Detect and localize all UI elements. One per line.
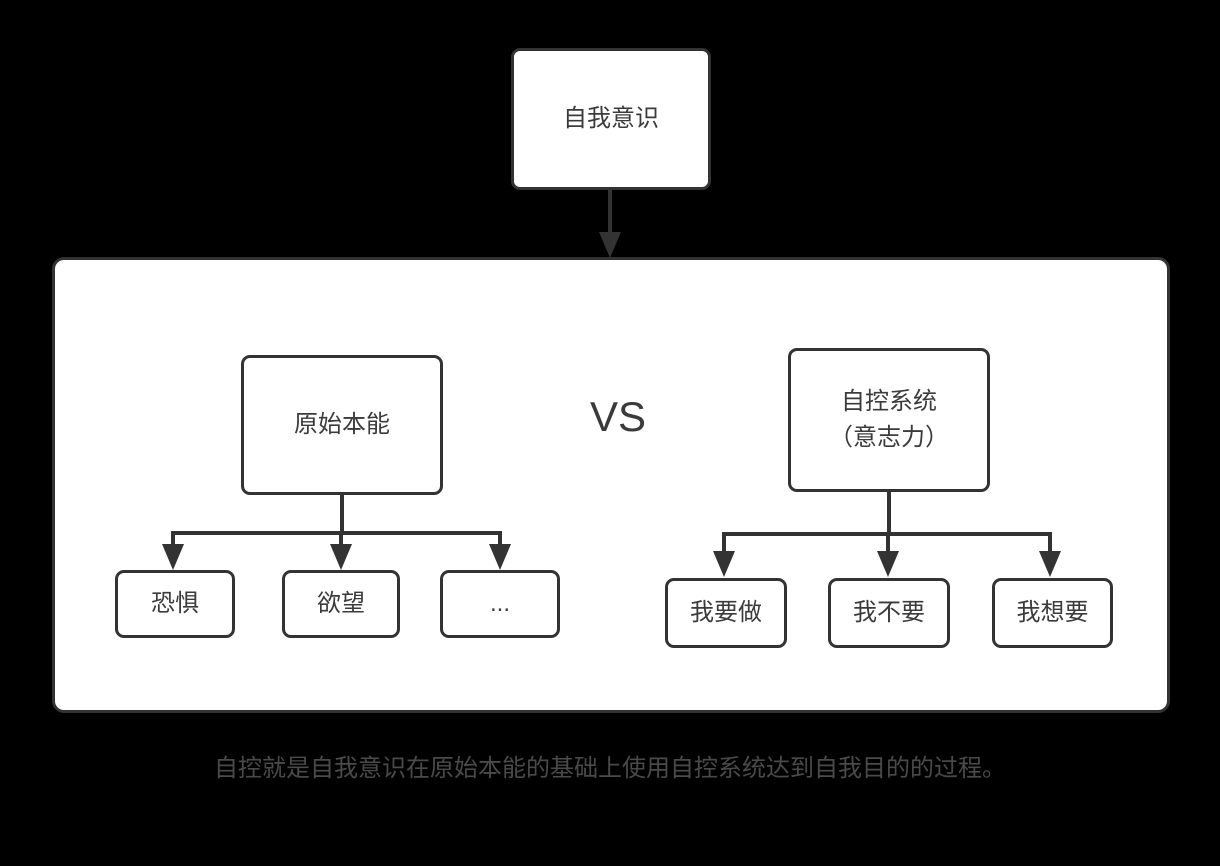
node-desire-label: 欲望	[317, 590, 365, 617]
connector-right-branch-1-arrowhead-icon	[713, 551, 735, 577]
connector-left-branch-3-stem	[498, 531, 502, 547]
comparison-container: 原始本能 VS 自控系统 （意志力） 恐惧 欲望 ...	[52, 257, 1170, 713]
connector-right-branch-2-arrowhead-icon	[877, 551, 899, 577]
node-primal-instinct: 原始本能	[241, 355, 443, 495]
node-ellipsis-label: ...	[489, 590, 510, 617]
node-ellipsis: ...	[440, 570, 560, 638]
node-self-awareness: 自我意识	[511, 48, 711, 190]
node-i-will-do-label: 我要做	[690, 599, 762, 626]
node-i-will-do: 我要做	[665, 578, 787, 648]
node-self-control-system: 自控系统 （意志力）	[788, 348, 990, 492]
node-fear-label: 恐惧	[151, 590, 199, 617]
connector-root-arrowhead-icon	[599, 232, 621, 258]
connector-left-branch-2-stem	[339, 531, 343, 547]
connector-left-branch-1-stem	[171, 531, 175, 547]
node-i-want-label: 我想要	[1016, 599, 1089, 626]
connector-right-parent-stem	[887, 492, 891, 534]
node-self-control-system-label: 自控系统 （意志力）	[829, 388, 949, 451]
connector-right-branch-3-stem	[1048, 532, 1052, 552]
node-primal-instinct-label: 原始本能	[294, 411, 390, 438]
connector-root-stem	[608, 190, 612, 234]
connector-left-branch-2-arrowhead-icon	[330, 544, 352, 570]
node-i-wont-label: 我不要	[853, 599, 925, 626]
node-i-wont: 我不要	[828, 578, 950, 648]
connector-right-branch-2-stem	[886, 532, 890, 552]
node-self-awareness-label: 自我意识	[563, 105, 659, 132]
connector-left-crossbar	[171, 531, 502, 535]
node-desire: 欲望	[282, 570, 400, 638]
node-i-want: 我想要	[992, 578, 1113, 648]
connector-right-branch-1-stem	[722, 532, 726, 552]
connector-right-branch-3-arrowhead-icon	[1039, 551, 1061, 577]
node-fear: 恐惧	[115, 570, 235, 638]
connector-left-branch-1-arrowhead-icon	[162, 544, 184, 570]
diagram-caption: 自控就是自我意识在原始本能的基础上使用自控系统达到自我目的的过程。	[214, 755, 1006, 782]
vs-label: VS	[589, 393, 647, 440]
connector-left-branch-3-arrowhead-icon	[489, 544, 511, 570]
connector-left-parent-stem	[340, 495, 344, 535]
